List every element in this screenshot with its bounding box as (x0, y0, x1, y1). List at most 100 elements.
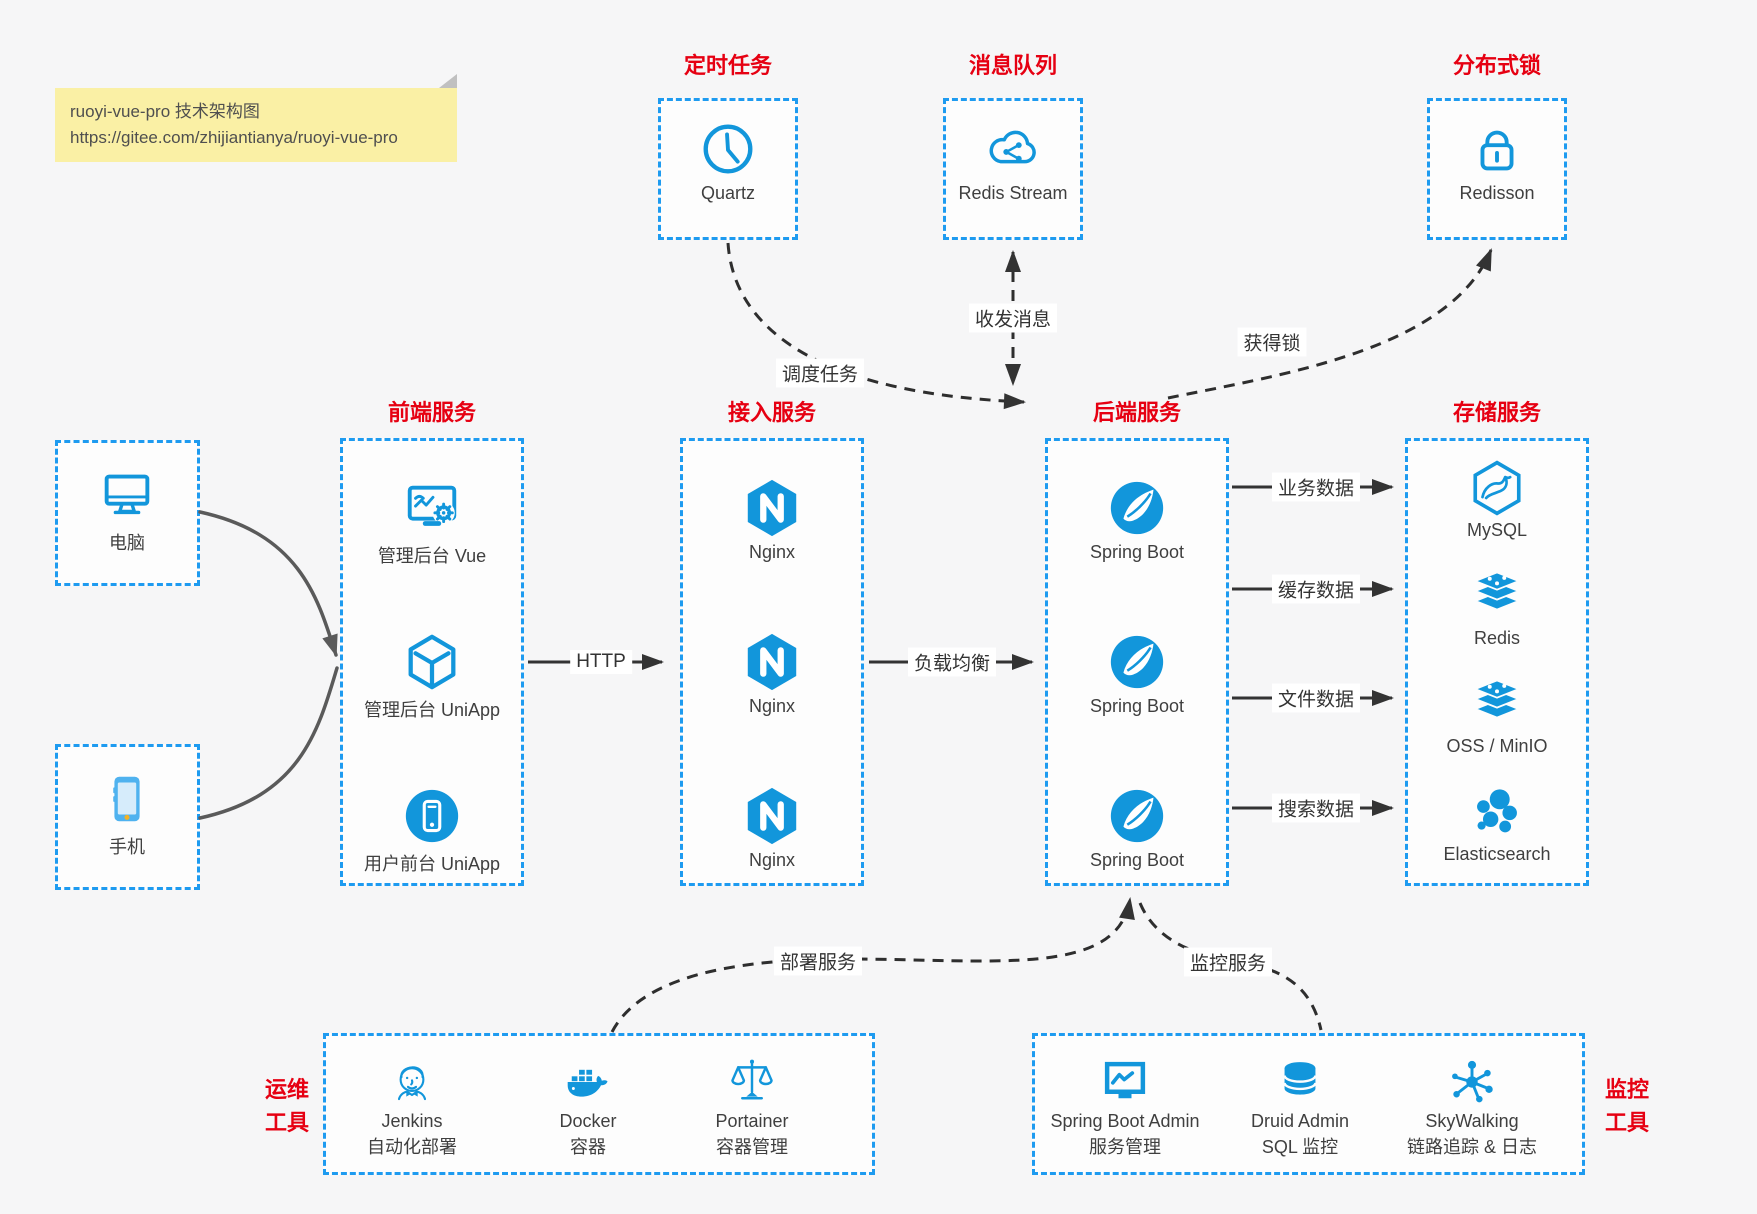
skywalking-network-icon (1352, 1056, 1592, 1108)
group-title-storage: 存储服务 (1452, 400, 1542, 425)
node-label: 管理后台 Vue (377, 546, 487, 566)
node-redis-stream: Redis Stream (893, 118, 1133, 204)
node-docker: Docker 容器 (468, 1056, 708, 1159)
node-admin-vue: 管理后台 Vue (312, 477, 552, 568)
node-springboot-1: Spring Boot (1017, 477, 1257, 563)
node-label: 电脑 (109, 533, 145, 553)
node-sublabel: 服务管理 (1089, 1137, 1161, 1157)
node-springboot-3: Spring Boot (1017, 785, 1257, 871)
cloud-stream-icon (893, 118, 1133, 180)
group-title-ops-tools: 运维 工具 (264, 1077, 310, 1135)
group-title-frontend: 前端服务 (387, 400, 477, 425)
smartphone-icon (7, 768, 247, 830)
node-label: Nginx (748, 542, 796, 562)
node-label: Redis (1473, 628, 1521, 648)
node-label: Nginx (748, 696, 796, 716)
node-label: Spring Boot (1089, 542, 1185, 562)
user-app-icon (312, 785, 552, 847)
node-label: Quartz (700, 183, 756, 203)
node-skywalking: SkyWalking 链路追踪 & 日志 (1352, 1056, 1592, 1159)
node-nginx-2: Nginx (652, 631, 892, 717)
edge-deploy (610, 897, 1135, 1033)
edge-label-monitor: 监控服务 (1183, 947, 1273, 977)
node-label: Elasticsearch (1443, 844, 1551, 864)
edge-schedule (726, 242, 1026, 410)
docker-icon (468, 1056, 708, 1108)
node-portainer: Portainer 容器管理 (632, 1056, 872, 1159)
node-phone: 手机 (7, 768, 247, 859)
node-label: OSS / MinIO (1446, 736, 1548, 756)
edge-phone-frontend (198, 666, 339, 820)
node-label: Spring Boot (1089, 696, 1185, 716)
sticky-note: ruoyi-vue-pro 技术架构图 https://gitee.com/zh… (55, 74, 457, 162)
node-elasticsearch: Elasticsearch (1377, 783, 1617, 865)
portainer-scales-icon (632, 1056, 872, 1108)
note-title: ruoyi-vue-pro 技术架构图 (70, 102, 260, 121)
box-monitor-tools (1032, 1033, 1585, 1175)
node-sublabel: SQL 监控 (1261, 1137, 1339, 1157)
node-springboot-admin: Spring Boot Admin 服务管理 (1005, 1056, 1245, 1159)
node-sublabel: 容器管理 (716, 1137, 788, 1157)
edge-pc-frontend (198, 510, 338, 657)
note-fold-corner (439, 74, 457, 88)
edge-label-cache-data: 缓存数据 (1271, 574, 1361, 604)
node-label: 手机 (109, 837, 145, 857)
group-title-mq: 消息队列 (968, 53, 1058, 78)
redis-stack-icon (1377, 567, 1617, 625)
node-label: Redis Stream (958, 183, 1068, 203)
node-label: SkyWalking (1425, 1111, 1519, 1131)
database-icon (1180, 1056, 1420, 1108)
node-jenkins: Jenkins 自动化部署 (292, 1056, 532, 1159)
nginx-icon (652, 785, 892, 847)
node-user-uniapp: 用户前台 UniApp (312, 785, 552, 876)
edge-label-search-data: 搜索数据 (1271, 793, 1361, 823)
box-ops-tools (323, 1033, 875, 1175)
node-oss-minio: OSS / MinIO (1377, 675, 1617, 757)
edge-label-deploy: 部署服务 (773, 946, 863, 976)
node-redis: Redis (1377, 567, 1617, 649)
node-label: 用户前台 UniApp (363, 854, 501, 874)
admin-vue-icon (312, 477, 552, 539)
mysql-icon (1377, 459, 1617, 517)
node-pc: 电脑 (7, 464, 247, 555)
group-title-backend: 后端服务 (1092, 400, 1182, 425)
note-url: https://gitee.com/zhijiantianya/ruoyi-vu… (70, 128, 398, 147)
box-scheduler (658, 98, 798, 240)
edge-label-http: HTTP (570, 650, 632, 674)
node-label: Druid Admin (1250, 1111, 1350, 1131)
node-nginx-1: Nginx (652, 477, 892, 563)
jenkins-icon (292, 1056, 532, 1108)
group-title-gateway: 接入服务 (727, 400, 817, 425)
edge-label-schedule: 调度任务 (775, 358, 865, 388)
node-druid-admin: Druid Admin SQL 监控 (1180, 1056, 1420, 1159)
node-label: 管理后台 UniApp (363, 700, 501, 720)
node-label: Spring Boot Admin (1050, 1111, 1200, 1131)
spring-icon (1017, 477, 1257, 539)
edge-label-message: 收发消息 (968, 303, 1058, 333)
edge-label-lock: 获得锁 (1237, 327, 1307, 357)
cube-icon (312, 631, 552, 693)
node-mysql: MySQL (1377, 459, 1617, 541)
spring-icon (1017, 631, 1257, 693)
node-nginx-3: Nginx (652, 785, 892, 871)
edge-label-biz-data: 业务数据 (1271, 472, 1361, 502)
nginx-icon (652, 477, 892, 539)
node-sublabel: 链路追踪 & 日志 (1406, 1137, 1537, 1157)
node-admin-uniapp: 管理后台 UniApp (312, 631, 552, 722)
redis-stack-icon (1377, 675, 1617, 733)
node-sublabel: 容器 (570, 1137, 606, 1157)
node-label: Spring Boot (1089, 850, 1185, 870)
node-label: Nginx (748, 850, 796, 870)
group-title-scheduler: 定时任务 (683, 53, 773, 78)
monitor-chart-icon (1005, 1056, 1245, 1108)
group-title-lock: 分布式锁 (1452, 53, 1542, 78)
node-redisson: Redisson (1377, 118, 1617, 204)
box-mq (943, 98, 1083, 240)
group-title-monitor-tools: 监控 工具 (1604, 1077, 1650, 1135)
node-label: Portainer (715, 1111, 789, 1131)
spring-icon (1017, 785, 1257, 847)
node-label: Redisson (1459, 183, 1535, 203)
node-quartz: Quartz (608, 118, 848, 204)
edge-label-load-balance: 负载均衡 (907, 647, 997, 677)
